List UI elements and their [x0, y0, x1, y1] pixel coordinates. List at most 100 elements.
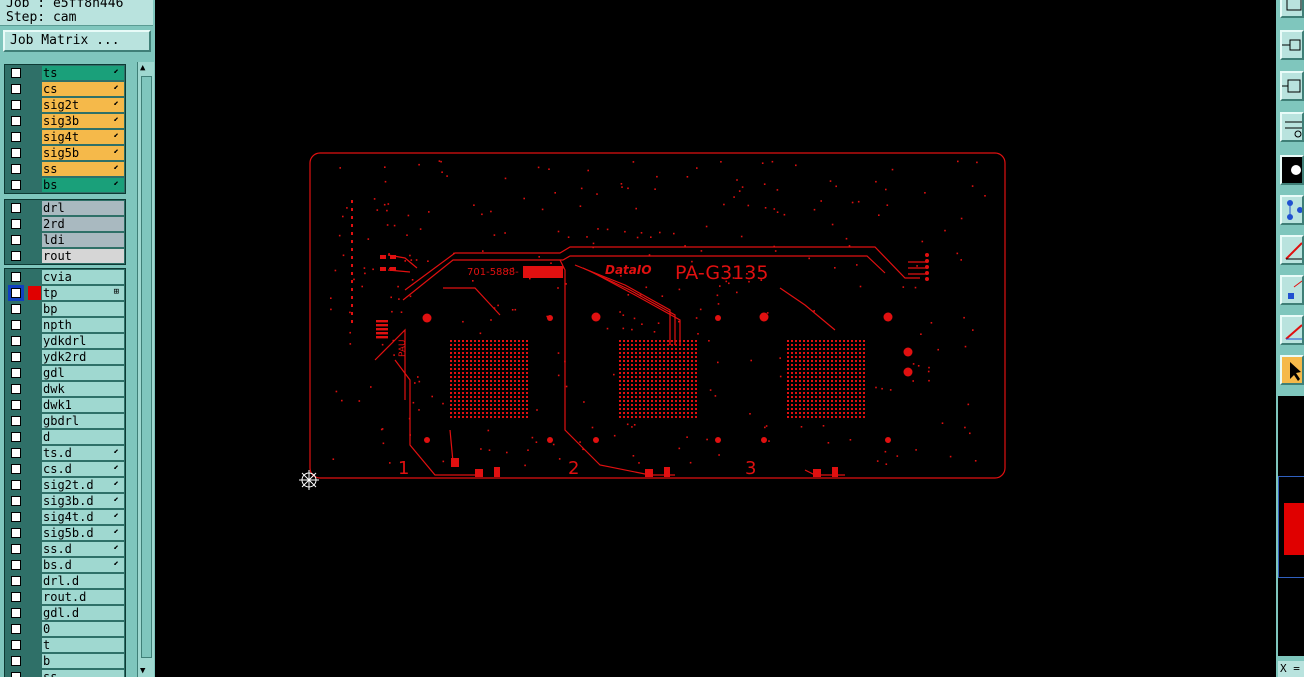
layer-affected-swatch[interactable] [28, 558, 41, 572]
layer-row-dwk1[interactable]: dwk1 [5, 397, 125, 413]
layer-row-cs-d[interactable]: cs.d⬋ [5, 461, 125, 477]
layer-display-checkbox[interactable] [11, 368, 21, 378]
layer-affected-swatch[interactable] [28, 302, 41, 316]
layer-display-checkbox[interactable] [11, 528, 21, 538]
layer-row-0[interactable]: 0 [5, 621, 125, 637]
layer-affected-swatch[interactable] [28, 574, 41, 588]
layer-row-gdl-d[interactable]: gdl.d [5, 605, 125, 621]
layer-row-ts[interactable]: ts⬋ [5, 65, 125, 81]
layer-row-dwk[interactable]: dwk [5, 381, 125, 397]
layer-row-ts-d[interactable]: ts.d⬋ [5, 445, 125, 461]
layer-affected-swatch[interactable] [28, 270, 41, 284]
layer-row-b[interactable]: b [5, 653, 125, 669]
tool-button-line-icon[interactable] [1280, 235, 1304, 265]
layer-row-rout[interactable]: rout [5, 248, 125, 264]
layer-row-2rd[interactable]: 2rd [5, 216, 125, 232]
layer-affected-swatch[interactable] [28, 542, 41, 556]
scrollbar-thumb[interactable] [141, 76, 152, 658]
layer-row-sig2t-d[interactable]: sig2t.d⬋ [5, 477, 125, 493]
layer-row-sig5b[interactable]: sig5b⬋ [5, 145, 125, 161]
layer-affected-swatch[interactable] [28, 201, 41, 215]
layer-display-checkbox[interactable] [11, 576, 21, 586]
layer-affected-swatch[interactable] [28, 178, 41, 192]
layer-row-ss[interactable]: ss⬋ [5, 161, 125, 177]
layer-affected-swatch[interactable] [28, 606, 41, 620]
layer-display-checkbox[interactable] [11, 272, 21, 282]
layer-affected-swatch[interactable] [28, 130, 41, 144]
layer-affected-swatch[interactable] [28, 526, 41, 540]
layer-row-d[interactable]: d [5, 429, 125, 445]
layer-display-checkbox[interactable] [11, 400, 21, 410]
layer-display-checkbox[interactable] [11, 251, 21, 261]
layer-display-checkbox[interactable] [11, 352, 21, 362]
layer-affected-swatch[interactable] [28, 494, 41, 508]
layer-row-ss-d[interactable]: ss.d⬋ [5, 541, 125, 557]
layer-affected-swatch[interactable] [28, 318, 41, 332]
layer-affected-swatch[interactable] [28, 510, 41, 524]
layer-affected-swatch[interactable] [28, 217, 41, 231]
tool-button-snap-icon[interactable] [1280, 30, 1304, 60]
layer-affected-swatch[interactable] [28, 462, 41, 476]
layer-row-sig2t[interactable]: sig2t⬋ [5, 97, 125, 113]
layer-affected-swatch[interactable] [28, 414, 41, 428]
layer-display-checkbox[interactable] [11, 448, 21, 458]
layer-row-sig4t-d[interactable]: sig4t.d⬋ [5, 509, 125, 525]
layer-affected-swatch[interactable] [28, 66, 41, 80]
layer-row-sig4t[interactable]: sig4t⬋ [5, 129, 125, 145]
layer-list-scrollbar[interactable]: ▲ ▼ [137, 62, 154, 677]
layer-affected-swatch[interactable] [28, 622, 41, 636]
layer-display-checkbox[interactable] [11, 320, 21, 330]
layer-display-checkbox[interactable] [11, 116, 21, 126]
layer-display-checkbox[interactable] [11, 608, 21, 618]
tool-button-circle-icon[interactable] [1280, 155, 1304, 185]
layer-row-sig3b[interactable]: sig3b⬋ [5, 113, 125, 129]
graphic-canvas[interactable]: 701-5888- DataIO PA-G3135 PAU 1 2 3 [155, 0, 1276, 677]
layer-display-checkbox[interactable] [11, 656, 21, 666]
layer-display-checkbox[interactable] [11, 235, 21, 245]
layer-affected-swatch[interactable] [28, 590, 41, 604]
tool-button-resize-icon[interactable] [1280, 71, 1304, 101]
layer-display-checkbox[interactable] [11, 384, 21, 394]
layer-display-checkbox[interactable] [11, 203, 21, 213]
layer-affected-swatch[interactable] [28, 670, 41, 677]
tool-button-window-icon[interactable] [1280, 0, 1304, 18]
layer-display-checkbox[interactable] [11, 164, 21, 174]
scroll-up-icon[interactable]: ▲ [140, 63, 146, 73]
layer-display-checkbox[interactable] [11, 148, 21, 158]
layer-affected-swatch[interactable] [28, 98, 41, 112]
layer-display-checkbox[interactable] [11, 336, 21, 346]
layer-display-checkbox[interactable] [11, 219, 21, 229]
layer-row-bs[interactable]: bs⬋ [5, 177, 125, 193]
layer-row-drl[interactable]: drl [5, 200, 125, 216]
layer-row-sig5b-d[interactable]: sig5b.d⬋ [5, 525, 125, 541]
layer-row-cvia[interactable]: cvia [5, 269, 125, 285]
layer-row-gdl[interactable]: gdl [5, 365, 125, 381]
mini-view[interactable] [1278, 476, 1304, 578]
layer-display-checkbox[interactable] [11, 544, 21, 554]
tool-button-select-icon[interactable] [1280, 355, 1304, 385]
layer-affected-swatch[interactable] [28, 162, 41, 176]
tool-button-node-icon[interactable] [1280, 195, 1304, 225]
layer-row-ydk2rd[interactable]: ydk2rd [5, 349, 125, 365]
layer-affected-swatch[interactable] [28, 382, 41, 396]
layer-display-checkbox[interactable] [11, 68, 21, 78]
layer-affected-swatch[interactable] [28, 286, 41, 300]
layer-display-checkbox[interactable] [11, 100, 21, 110]
layer-display-checkbox[interactable] [11, 496, 21, 506]
layer-display-checkbox[interactable] [11, 480, 21, 490]
tool-button-arc-icon[interactable] [1280, 315, 1304, 345]
layer-row-t[interactable]: t [5, 637, 125, 653]
layer-affected-swatch[interactable] [28, 146, 41, 160]
layer-row-drl-d[interactable]: drl.d [5, 573, 125, 589]
layer-row-tp[interactable]: tp⊞ [5, 285, 125, 301]
layer-affected-swatch[interactable] [28, 366, 41, 380]
layer-display-checkbox[interactable] [11, 304, 21, 314]
layer-row-cs[interactable]: cs⬋ [5, 81, 125, 97]
layer-row-ldi[interactable]: ldi [5, 232, 125, 248]
layer-affected-swatch[interactable] [28, 478, 41, 492]
layer-affected-swatch[interactable] [28, 446, 41, 460]
layer-affected-swatch[interactable] [28, 233, 41, 247]
layer-affected-swatch[interactable] [28, 398, 41, 412]
tool-button-layers-icon[interactable] [1280, 112, 1304, 142]
tool-button-pad-icon[interactable] [1280, 275, 1304, 305]
